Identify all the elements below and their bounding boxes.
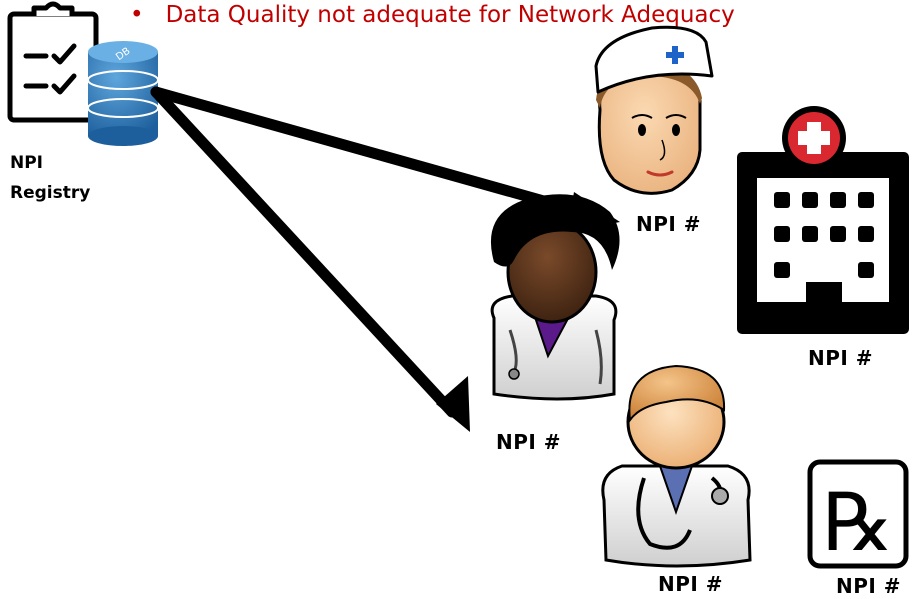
registry-label-line2: Registry xyxy=(10,183,91,203)
database-icon: DB xyxy=(87,41,159,146)
bullet-text: Data Quality not adequate for Network Ad… xyxy=(165,2,735,28)
nurse-npi-label: NPI # xyxy=(636,212,702,236)
arrow-to-doctor xyxy=(150,86,470,432)
hospital-icon xyxy=(737,106,909,334)
doctor-dark-npi-label: NPI # xyxy=(496,430,562,454)
doctor-dark-icon xyxy=(490,194,620,401)
title-bullet: • Data Quality not adequate for Network A… xyxy=(130,2,735,28)
doctor-light-npi-label: NPI # xyxy=(658,572,724,596)
hospital-npi-label: NPI # xyxy=(808,346,874,370)
pharmacy-icon: ℞ xyxy=(807,459,909,569)
bullet-symbol: • xyxy=(130,2,144,28)
nurse-icon xyxy=(594,25,714,195)
rx-symbol: ℞ xyxy=(822,476,894,569)
pharmacy-npi-label: NPI # xyxy=(836,574,902,598)
registry-label: NPI Registry xyxy=(10,148,90,208)
doctor-light-icon xyxy=(601,364,752,568)
registry-label-line1: NPI xyxy=(10,153,44,173)
clipboard-icon xyxy=(7,1,99,123)
